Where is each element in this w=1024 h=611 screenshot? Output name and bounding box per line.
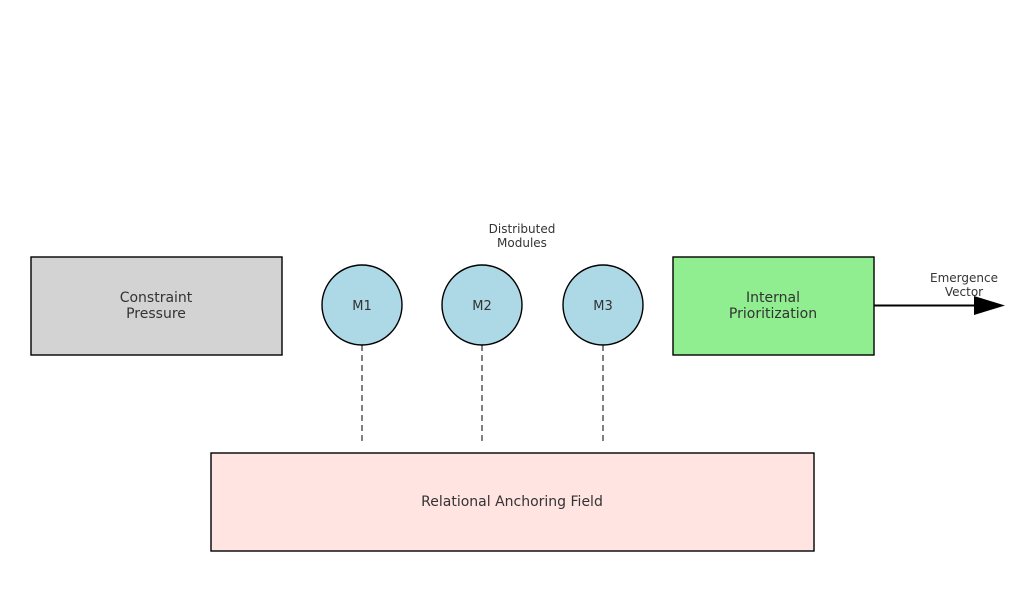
internal-prioritization-box <box>672 256 875 356</box>
constraint-pressure-node: Constraint Pressure <box>30 256 283 356</box>
emergence-vector-label-line1: Emergence <box>930 271 998 285</box>
module-2-circle <box>441 264 523 346</box>
module-connectors <box>361 345 604 444</box>
emergence-vector-arrow: Emergence Vector <box>874 271 1005 315</box>
module-2-label: M2 <box>472 299 492 314</box>
module-m2: M2 <box>441 264 523 346</box>
module-m3: M3 <box>562 264 644 346</box>
distributed-modules-caption-line1: Distributed <box>489 222 556 236</box>
constraint-pressure-label-line2: Pressure <box>126 306 186 322</box>
internal-prioritization-node: Internal Prioritization <box>672 256 875 356</box>
internal-prioritization-label-line1: Internal <box>746 290 800 306</box>
module-m1: M1 <box>321 264 403 346</box>
module-1-label: M1 <box>352 299 372 314</box>
relational-anchoring-field-node: Relational Anchoring Field <box>210 452 815 552</box>
emergence-vector-arrowhead-icon <box>974 296 1005 315</box>
relational-anchoring-field-box <box>210 452 815 552</box>
module-3-label: M3 <box>593 299 613 314</box>
distributed-modules-caption-line2: Modules <box>497 236 547 250</box>
emergence-vector-label-line2: Vector <box>945 285 983 299</box>
constraint-pressure-box <box>30 256 283 356</box>
module-3-circle <box>562 264 644 346</box>
internal-prioritization-label-line2: Prioritization <box>729 306 817 322</box>
constraint-pressure-label-line1: Constraint <box>120 290 193 306</box>
distributed-modules-caption: Distributed Modules <box>489 222 556 250</box>
module-1-circle <box>321 264 403 346</box>
relational-anchoring-field-label: Relational Anchoring Field <box>421 494 603 510</box>
